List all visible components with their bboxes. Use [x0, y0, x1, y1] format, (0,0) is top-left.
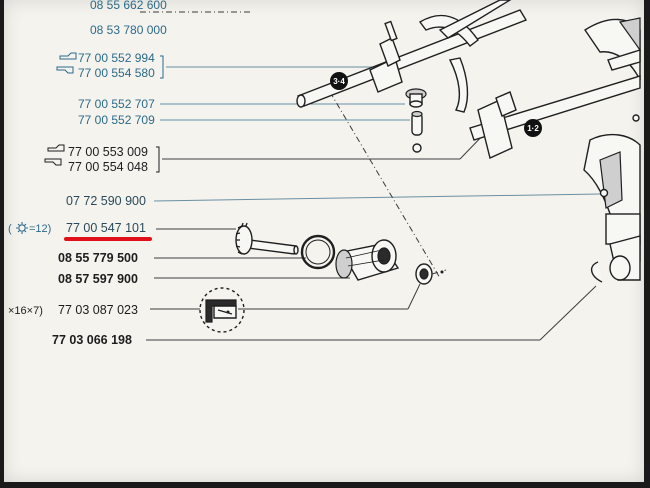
part-number-label: 77 00 552 994	[78, 51, 155, 65]
bracket	[156, 146, 160, 173]
bracket	[160, 55, 164, 79]
hand-pointer-icon	[59, 52, 77, 60]
part-number-label: 77 00 554 580	[78, 66, 155, 80]
shaft-callout-1-2: 1·2	[527, 124, 539, 133]
quantity-annotation: ×16×7)	[8, 305, 43, 317]
pin-part	[411, 110, 423, 136]
axis-line	[431, 269, 447, 275]
gear-icon	[16, 222, 28, 234]
gear-teeth-annotation: =12)	[29, 223, 51, 235]
ball-part	[412, 143, 422, 153]
o-ring-part	[300, 234, 336, 270]
hand-pointer-icon	[44, 158, 62, 166]
hand-pointer-icon	[56, 66, 74, 74]
oil-seal-detail	[199, 287, 245, 333]
selector-shaft-3-4: 3·4	[296, 0, 528, 113]
leader-lines	[146, 66, 601, 341]
bracket-open: (	[8, 223, 12, 235]
part-number-label-highlighted: 77 00 547 101	[66, 221, 146, 235]
selector-shaft-1-2: 1·2	[469, 75, 641, 159]
part-number-label: 77 00 552 707	[78, 97, 155, 111]
part-number-label: 77 00 553 009	[68, 145, 148, 159]
part-number-label: 08 53 780 000	[90, 23, 167, 37]
part-number-label: 07 72 590 900	[66, 194, 146, 208]
pinion-gear-part	[235, 222, 299, 255]
axis-dot	[440, 270, 444, 274]
axis-line	[140, 11, 441, 279]
plug-part	[405, 88, 427, 108]
part-number-label: 77 00 554 048	[68, 160, 148, 174]
selector-fork-upper-right	[584, 17, 641, 122]
bushing-housing-part	[335, 239, 400, 281]
part-number-label: 08 55 662 600	[90, 0, 167, 12]
part-number-label: 08 55 779 500	[58, 251, 138, 265]
part-number-label: 77 03 066 198	[52, 333, 132, 347]
highlight-underline	[64, 237, 152, 241]
selector-fork-lower-right	[583, 133, 641, 281]
hand-pointer-icon	[47, 144, 65, 152]
part-number-label: 77 00 552 709	[78, 113, 155, 127]
part-number-label: 08 57 597 900	[58, 272, 138, 286]
part-number-label: 77 03 087 023	[58, 303, 138, 317]
seal-ring-part	[415, 263, 433, 285]
circlip-part	[591, 261, 603, 283]
shaft-callout-3-4: 3·4	[333, 77, 345, 86]
o-ring-inner	[305, 239, 331, 265]
